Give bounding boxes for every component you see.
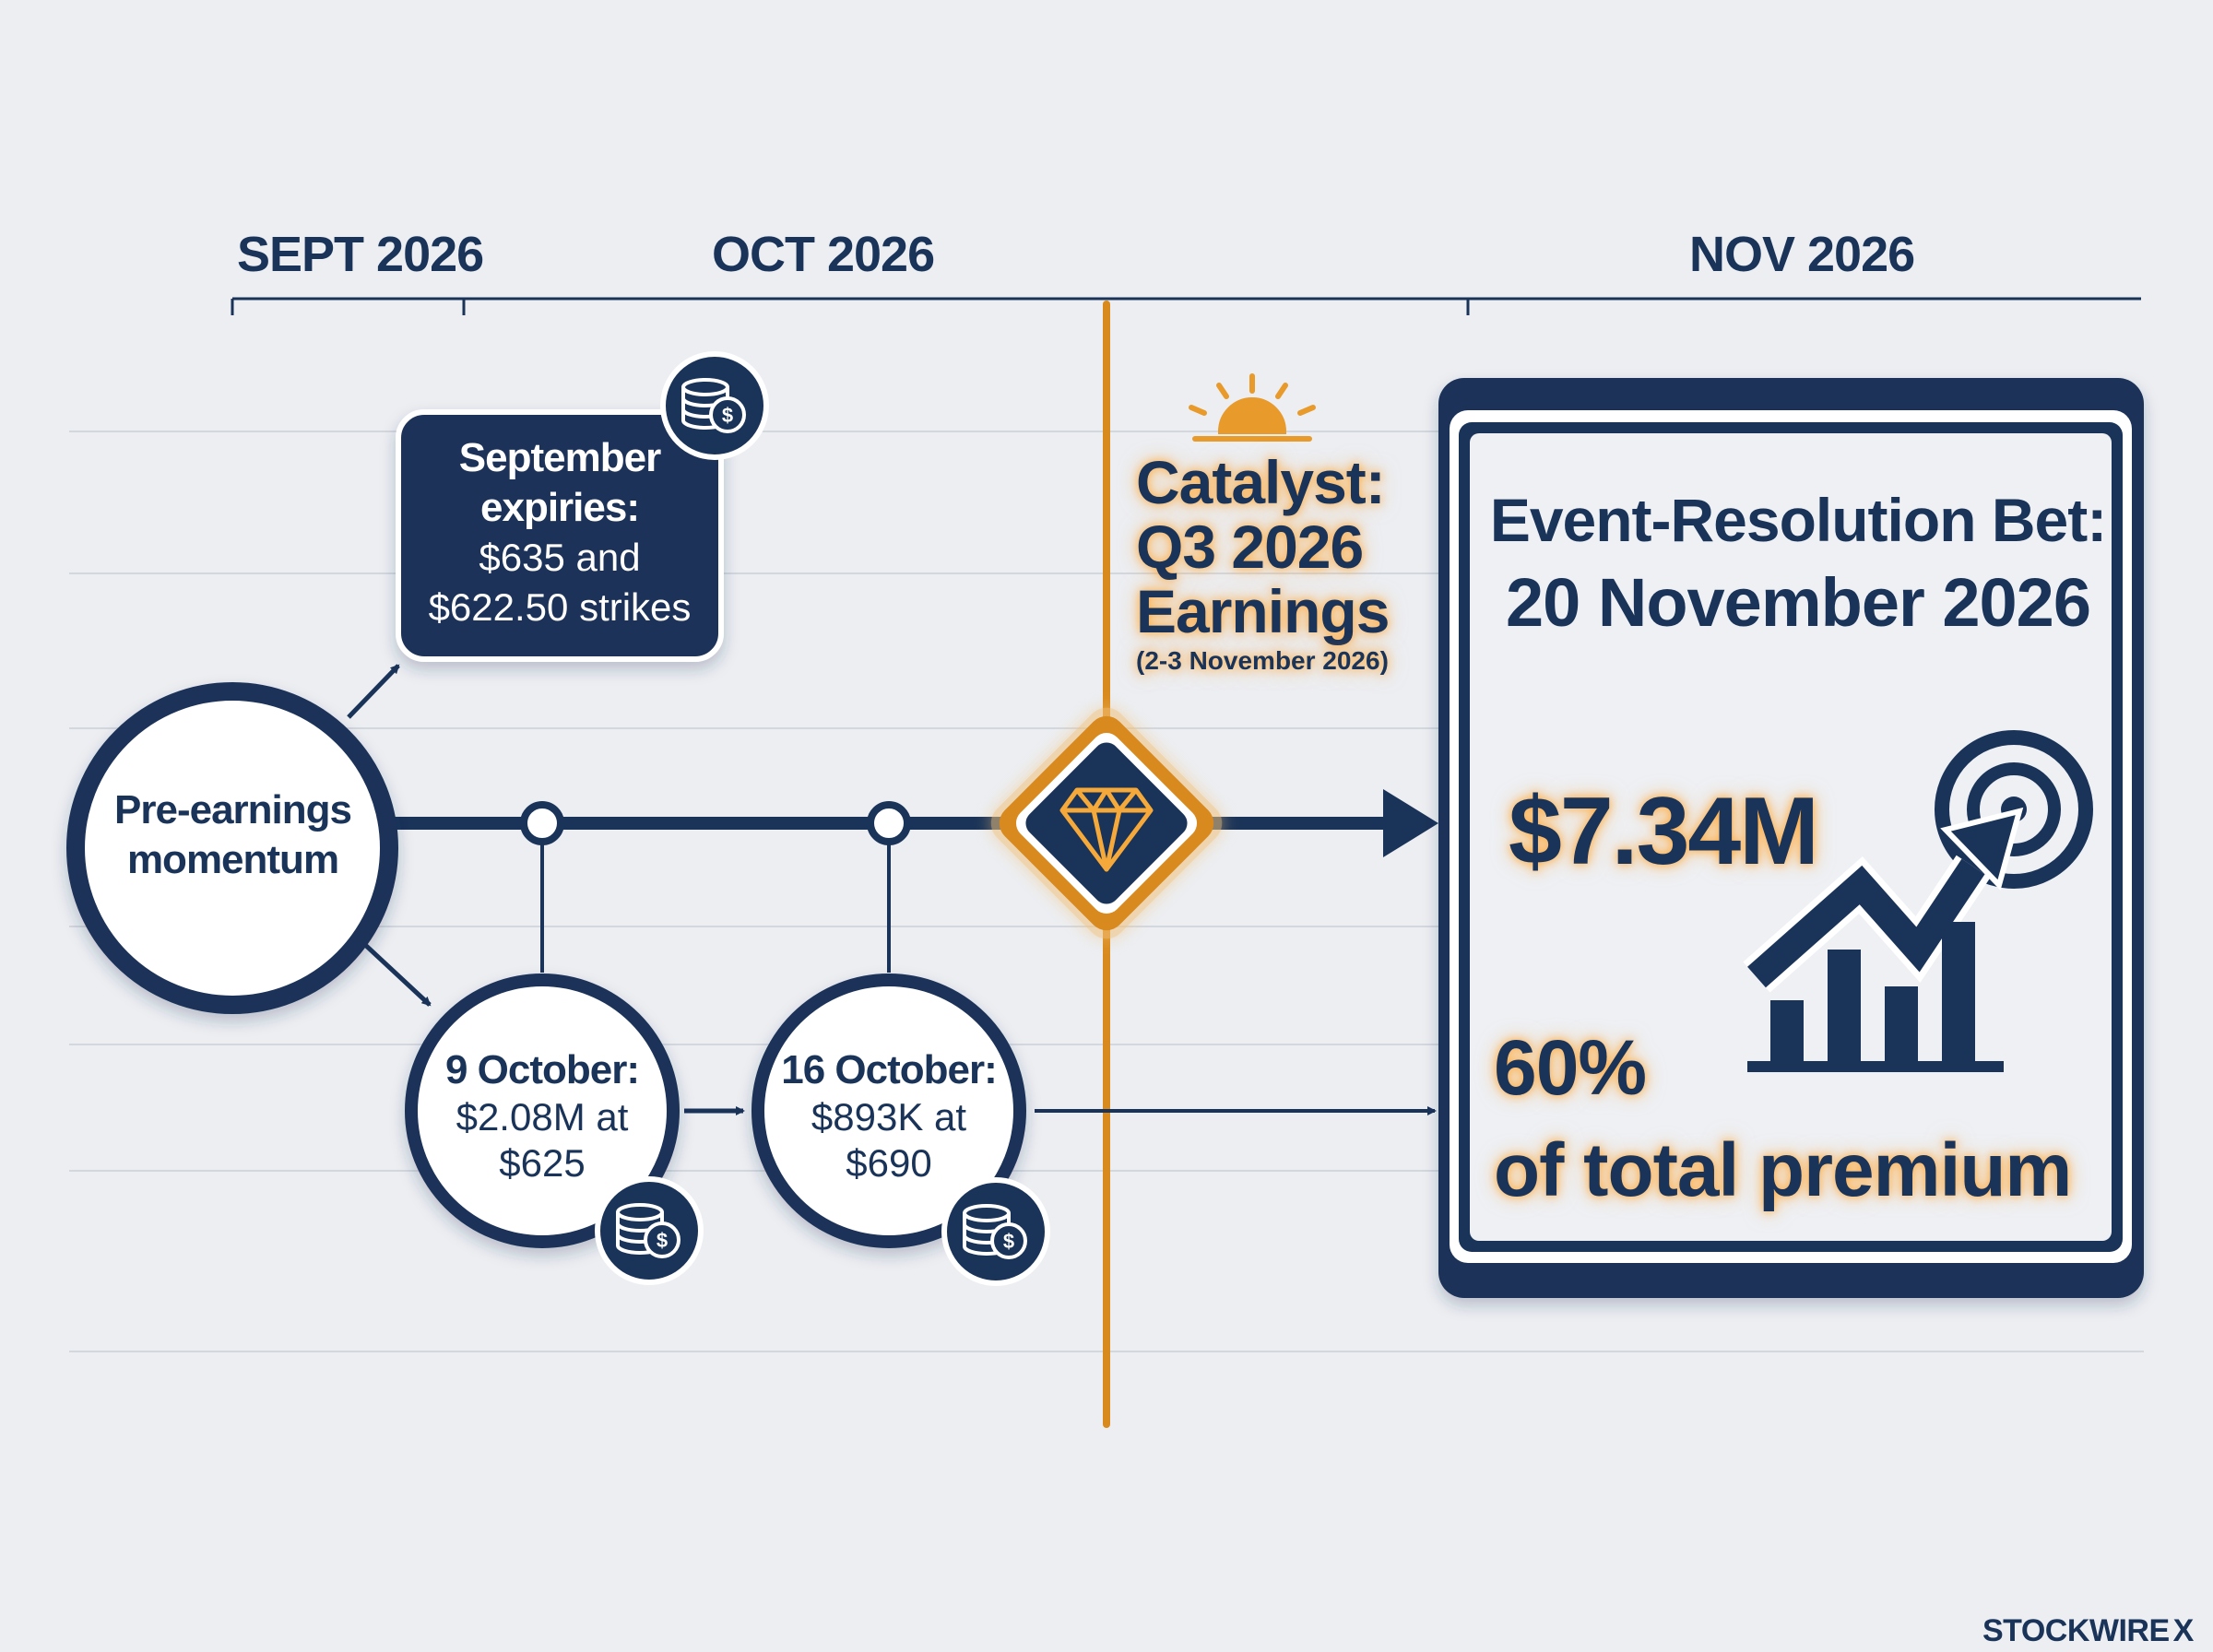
- catalyst-dates: (2-3 November 2026): [1136, 646, 1389, 675]
- catalyst-text: Catalyst: Q3 2026 Earnings (2-3 November…: [1136, 450, 1450, 678]
- oct9-line2: $625: [499, 1141, 586, 1185]
- timeline-dot-oct16: [867, 801, 911, 845]
- oct9-circle: [405, 974, 680, 1248]
- coin-stack-dollar-icon: $: [595, 1176, 704, 1285]
- start-node-label: Pre-earnings momentum: [114, 787, 352, 882]
- catalyst-line3: Earnings: [1136, 577, 1390, 645]
- september-box-text: September expiries: $635 and $622.50 str…: [406, 433, 714, 632]
- svg-text:$: $: [1003, 1230, 1014, 1253]
- start-node-circle: [66, 682, 398, 1014]
- coin-stack-dollar-icon: $: [941, 1177, 1050, 1286]
- oct16-title: 16 October:: [781, 1047, 998, 1092]
- event-panel-title: Event-Resolution Bet: 20 November 2026: [1475, 479, 2121, 645]
- catalyst-line1: Catalyst:: [1136, 448, 1386, 516]
- month-label-nov: NOV 2026: [1689, 227, 1915, 282]
- sunrise-icon: [1189, 373, 1316, 442]
- diamond-icon: [990, 707, 1223, 939]
- oct9-text: 9 October: $2.08M at $625: [422, 1046, 662, 1186]
- oct16-line1: $893K at: [811, 1095, 967, 1139]
- coin-stack-dollar-icon: $: [660, 351, 769, 460]
- event-title-line1: Event-Resolution Bet:: [1489, 486, 2107, 554]
- event-percent: 60%: [1494, 1024, 1647, 1111]
- timeline-dot-oct9: [520, 801, 564, 845]
- oct9-title: 9 October:: [444, 1047, 640, 1092]
- september-box-line1: $635 and: [479, 536, 641, 579]
- catalyst-line2: Q3 2026: [1136, 513, 1364, 581]
- event-amount: $7.34M: [1509, 778, 1819, 885]
- month-label-sept: SEPT 2026: [237, 227, 484, 282]
- growth-chart-target-icon: [1743, 730, 2093, 1072]
- brand-mark: X: [2172, 1613, 2195, 1648]
- brand-name: STOCKWIRE: [1982, 1613, 2170, 1648]
- svg-text:$: $: [722, 404, 733, 427]
- september-box-title: September expiries:: [458, 435, 661, 530]
- oct16-text: 16 October: $893K at $690: [769, 1046, 1009, 1186]
- event-percent-label: of total premium: [1494, 1128, 2072, 1212]
- oct16-line2: $690: [846, 1141, 932, 1185]
- oct16-circle: [751, 974, 1026, 1248]
- month-label-oct: OCT 2026: [712, 227, 935, 282]
- september-box: [396, 409, 724, 662]
- arrow-to-september: [347, 664, 400, 719]
- month-axis: [231, 297, 2141, 315]
- event-title-line2: 20 November 2026: [1506, 564, 2091, 641]
- svg-text:$: $: [657, 1229, 668, 1252]
- september-box-line2: $622.50 strikes: [428, 585, 692, 629]
- oct9-line1: $2.08M at: [456, 1095, 629, 1139]
